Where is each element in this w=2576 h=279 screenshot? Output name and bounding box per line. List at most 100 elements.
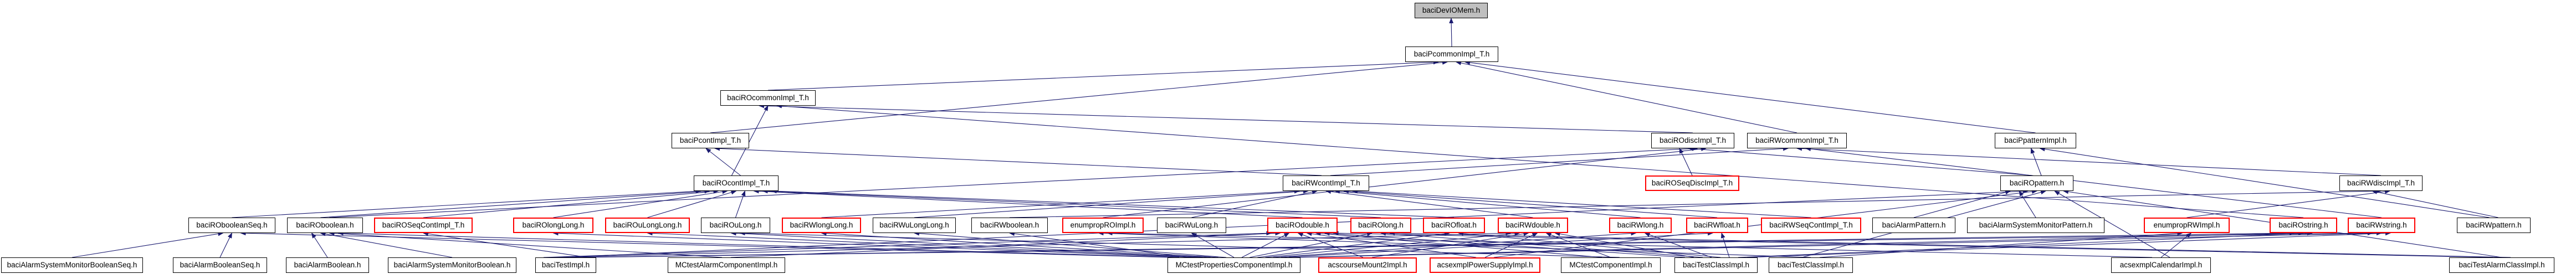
graph-node-bacitestalarmclass[interactable]: baciTestAlarmClassImpl.h: [2449, 257, 2554, 273]
edge-mctestprops-to-rolong: [1249, 231, 1372, 258]
edge-acsexmplpower-to-rodouble: [1306, 231, 1477, 258]
edge-bacitestclass1-to-rofloat: [1458, 231, 1721, 258]
edge-rwlonglong-to-rwcont: [821, 189, 1300, 218]
graph-node-rwulong[interactable]: baciRWuLong.h: [1157, 218, 1226, 233]
edge-pcont-to-pcommon: [710, 60, 1448, 133]
edge-bacitestimpl-to-rodouble: [543, 231, 1272, 258]
edge-rwpattern-to-ppattern: [2039, 147, 2490, 218]
graph-node-ab[interactable]: baciAlarmBoolean.h: [286, 257, 369, 273]
edge-rodouble-to-rocont: [753, 189, 1303, 218]
graph-node-mctestalarm[interactable]: MCtestAlarmComponentImpl.h: [668, 257, 785, 273]
edge-bacitestclass1-to-rodouble: [1324, 231, 1686, 258]
graph-node-rwcommon[interactable]: baciRWcommonImpl_T.h: [1747, 133, 1847, 148]
edge-rwseqcont-to-rwcont: [1352, 189, 1811, 218]
graph-node-rocont[interactable]: baciROcontImpl_T.h: [694, 175, 779, 191]
edge-rwdouble-to-rwcont: [1325, 189, 1533, 218]
graph-node-robooleanSeq[interactable]: baciRObooleanSeq.h: [188, 218, 275, 233]
edge-bacitestclass1-to-rolong: [1380, 231, 1703, 258]
edge-rwulong-to-rwcont: [1191, 189, 1318, 218]
graph-node-enumpropro[interactable]: enumpropROImpl.h: [1062, 218, 1144, 233]
edge-rwpattern-to-rwdisc: [2372, 189, 2498, 218]
graph-node-ppattern[interactable]: baciPpatternImpl.h: [1995, 133, 2076, 148]
graph-node-rolong[interactable]: baciROlong.h: [1350, 218, 1411, 233]
graph-node-rwlong[interactable]: baciRWlong.h: [1609, 218, 1672, 233]
graph-node-rwfloat[interactable]: baciRWfloat.h: [1686, 218, 1748, 233]
edge-rocommon-to-pcommon: [767, 60, 1439, 91]
graph-node-rostring[interactable]: baciROstring.h: [2270, 218, 2337, 233]
edge-rwdisc-to-rwcommon: [1796, 146, 2382, 176]
graph-node-roboolean[interactable]: baciROboolean.h: [287, 218, 363, 233]
graph-node-roulong[interactable]: baciROuLong.h: [701, 218, 770, 233]
graph-node-pcommon[interactable]: baciPcommonImpl_T.h: [1405, 46, 1498, 62]
graph-node-mctestcomp[interactable]: MCtestComponentImpl.h: [1561, 257, 1661, 273]
graph-node-ropattern[interactable]: baciROpattern.h: [2000, 175, 2073, 191]
edge-alarmpattern-to-ropattern: [1913, 190, 2011, 218]
edge-roboolean-to-rocont: [320, 189, 710, 218]
edge-ropattern-to-ppattern: [2030, 148, 2042, 176]
edge-roseqcont-to-rocont: [423, 189, 719, 218]
edge-mctestprops-to-roulong: [730, 231, 1211, 258]
edge-bacitestalarmclass-to-rolong: [1389, 231, 2511, 258]
edge-acsexmplcalendar-to-enumproprw: [2160, 232, 2192, 258]
edge-enumpropro-to-rodisc: [1103, 147, 1707, 218]
graph-node-devIOMem: baciDevIOMem.h: [1415, 3, 1488, 18]
graph-node-roseqdisc[interactable]: baciROSeqDiscImpl_T.h: [1645, 175, 1739, 191]
graph-node-rwseqcont[interactable]: baciRWSeqContImpl_T.h: [1761, 218, 1861, 233]
edge-rwcont-to-rwcommon: [1330, 146, 1789, 176]
edge-bacitestclass2-to-enumpropro: [1098, 231, 1811, 258]
edge-rwfloat-to-rwcont: [1343, 189, 1718, 218]
edge-ab-to-roboolean: [311, 232, 328, 258]
graph-node-rocommon[interactable]: baciROcommonImpl_T.h: [720, 90, 816, 106]
graph-node-rwdisc[interactable]: baciRWdiscImpl_T.h: [2339, 175, 2423, 191]
edge-bacitestalarmclass-to-rodouble: [1333, 231, 2493, 258]
edge-pcommon-to-devIOMem: [1449, 18, 1454, 47]
edge-robooleanSeq-to-rocont: [232, 189, 701, 218]
graph-node-acscoursemount2[interactable]: acscourseMount2Impl.h: [1318, 257, 1417, 273]
edge-ropattern-to-rodisc: [1688, 146, 2033, 176]
graph-node-enumproprw[interactable]: enumpropRWImpl.h: [2144, 218, 2230, 233]
graph-node-rolonglong[interactable]: baciROlongLong.h: [513, 218, 593, 233]
edge-bacitestclass1-to-rwfloat: [1720, 232, 1730, 258]
edge-rocont-to-rocommon: [731, 105, 769, 176]
graph-node-rwulonglong[interactable]: baciRWuLongLong.h: [873, 218, 956, 233]
edge-mctestprops-to-rwboolean: [1009, 231, 1187, 258]
graph-node-abs[interactable]: baciAlarmBooleanSeq.h: [173, 257, 267, 273]
graph-node-rodouble[interactable]: baciROdouble.h: [1267, 218, 1338, 233]
edge-mctestprops-to-rofloat: [1257, 231, 1450, 258]
edge-mctestprops-to-rwulong: [1191, 232, 1235, 258]
graph-node-bacitestclass2[interactable]: baciTestClassImpl.h: [1769, 257, 1853, 273]
edge-bacitestclass1-to-rostring: [1738, 231, 2313, 258]
graph-node-acsexmplcalendar[interactable]: acsexmplCalendarImpl.h: [2111, 257, 2211, 273]
graph-node-alarmpattern[interactable]: baciAlarmPattern.h: [1872, 218, 1955, 233]
edge-mctestprops-to-rolonglong: [552, 231, 1195, 258]
graph-node-roseqcont[interactable]: baciROSeqContImpl_T.h: [374, 218, 473, 233]
graph-node-bacitestimpl[interactable]: baciTestImpl.h: [535, 257, 596, 273]
graph-node-bacitestclass1[interactable]: baciTestClassImpl.h: [1674, 257, 1758, 273]
edge-enumproprw-to-rwdisc: [2186, 189, 2390, 218]
graph-node-alarmsysmonpattern[interactable]: baciAlarmSystemMonitorPattern.h: [1967, 218, 2104, 233]
graph-node-mctestprops[interactable]: MCtestPropertiesComponentImpl.h: [1167, 257, 1300, 273]
edge-mctestprops-to-robooleanSeq: [240, 231, 1172, 258]
edge-abs-to-robooleanSeq: [219, 232, 232, 258]
edge-mctestprops-to-roulonglong: [647, 231, 1203, 258]
edge-rodisc-to-rocommon: [759, 104, 1693, 133]
edge-rwcont-to-pcont: [714, 146, 1322, 176]
graph-node-acsexmplpower[interactable]: acsexmplPowerSupplyImpl.h: [1430, 257, 1540, 273]
graph-node-rwdouble[interactable]: baciRWdouble.h: [1498, 218, 1568, 233]
graph-node-rodisc[interactable]: baciROdiscImpl_T.h: [1651, 133, 1734, 148]
graph-node-roulonglong[interactable]: baciROuLongLong.h: [605, 218, 690, 233]
edge-rostring-to-rocommon: [776, 104, 2304, 218]
graph-node-pcont[interactable]: baciPcontImpl_T.h: [672, 133, 749, 148]
edge-mctestprops-to-rwulonglong: [914, 231, 1226, 258]
graph-node-rwcont[interactable]: baciRWcontImpl_T.h: [1283, 175, 1369, 191]
edge-rwcommon-to-pcommon: [1456, 60, 1797, 133]
graph-node-rwpattern[interactable]: baciRWpattern.h: [2457, 218, 2531, 233]
graph-node-rwlonglong[interactable]: baciRWlongLong.h: [782, 218, 861, 233]
graph-node-rwstring[interactable]: baciRWstring.h: [2348, 218, 2415, 233]
graph-node-rofloat[interactable]: baciROfloat.h: [1423, 218, 1485, 233]
graph-node-rwboolean[interactable]: baciRWboolean.h: [971, 218, 1048, 233]
graph-node-asmb[interactable]: baciAlarmSystemMonitorBoolean.h: [388, 257, 516, 273]
graph-node-asmbs[interactable]: baciAlarmSystemMonitorBooleanSeq.h: [1, 257, 143, 273]
